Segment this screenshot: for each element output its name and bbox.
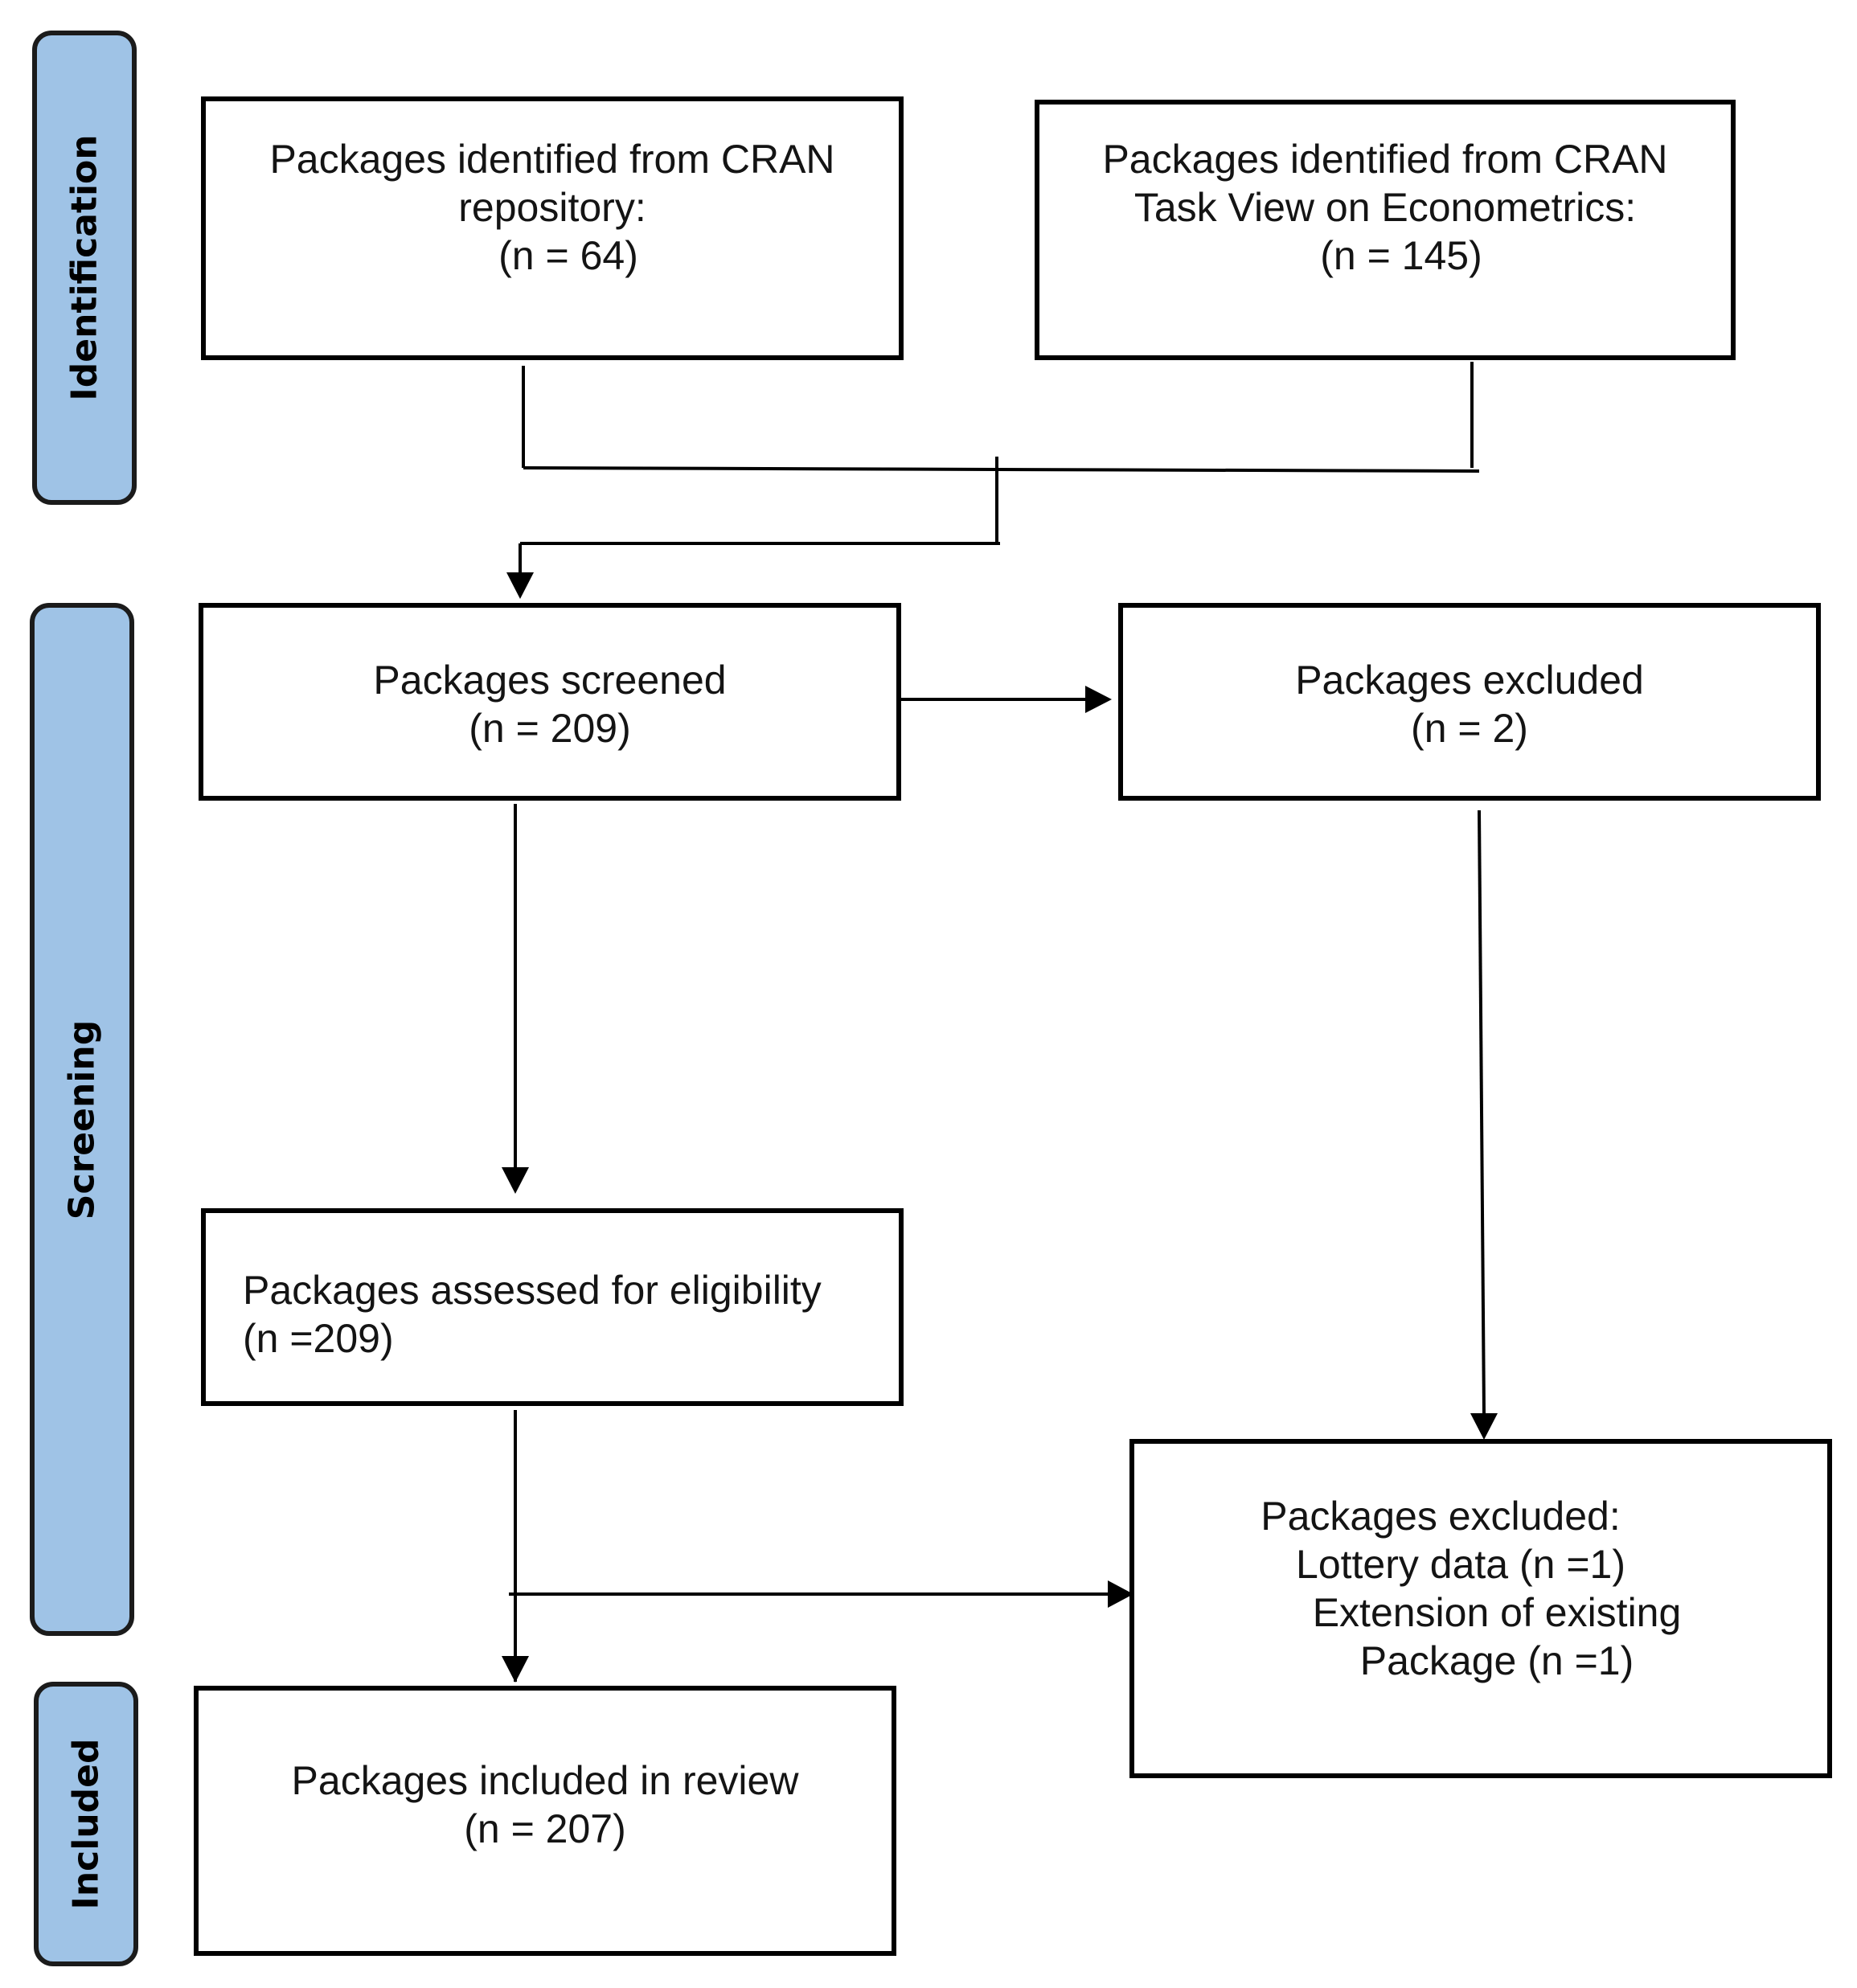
- box-cran-task-view-line-1: Packages identified from CRAN: [1102, 137, 1668, 182]
- connector-merge-horizontal: [523, 466, 1480, 473]
- arrowhead-to-excluded-first: [1085, 686, 1112, 713]
- box-cran-task-view-line-2: Task View on Econometrics:: [1133, 185, 1637, 230]
- arrowhead-to-included: [502, 1656, 529, 1683]
- box-packages-excluded-second-line-3: Extension of existing: [1312, 1590, 1682, 1635]
- box-cran-task-view: Packages identified from CRAN Task View …: [1035, 100, 1736, 360]
- arrowhead-to-screened: [506, 572, 534, 599]
- box-packages-excluded-second-line-4: Package (n =1): [1359, 1638, 1634, 1683]
- arrowhead-to-excluded-second: [1470, 1413, 1498, 1440]
- box-packages-screened-line-1: Packages screened: [373, 658, 727, 703]
- box-packages-screened: Packages screened (n = 209): [199, 603, 901, 801]
- phase-screening: Screening: [30, 603, 134, 1636]
- box-packages-included-line-2: (n = 207): [464, 1806, 626, 1851]
- box-cran-repository-line-2: repository:: [458, 185, 646, 230]
- box-packages-included: Packages included in review (n = 207): [194, 1686, 896, 1956]
- box-cran-task-view-line-3: (n = 145): [1320, 233, 1482, 278]
- box-cran-repository-line-3: (n = 64): [498, 233, 638, 278]
- box-cran-repository-line-1: Packages identified from CRAN: [269, 137, 835, 182]
- box-packages-excluded-first-line-2: (n = 2): [1411, 706, 1528, 751]
- box-packages-included-line-1: Packages included in review: [291, 1758, 799, 1803]
- box-packages-excluded-second: Packages excluded: Lottery data (n =1) E…: [1129, 1439, 1832, 1778]
- box-packages-excluded-first: Packages excluded (n = 2): [1118, 603, 1821, 801]
- box-packages-assessed: Packages assessed for eligibility (n =20…: [201, 1208, 904, 1406]
- box-packages-assessed-line-2: (n =209): [243, 1316, 394, 1361]
- connector-excluded-to-excluded: [1478, 810, 1486, 1414]
- phase-included: Included: [34, 1682, 138, 1966]
- box-packages-excluded-second-line-2: Lottery data (n =1): [1296, 1542, 1625, 1587]
- box-cran-repository: Packages identified from CRAN repository…: [201, 96, 904, 360]
- arrowhead-to-assessed: [502, 1167, 529, 1194]
- box-packages-assessed-line-1: Packages assessed for eligibility: [243, 1268, 822, 1313]
- box-packages-screened-line-2: (n = 209): [469, 706, 631, 751]
- box-packages-excluded-first-line-1: Packages excluded: [1295, 658, 1644, 703]
- box-packages-excluded-second-line-1: Packages excluded:: [1261, 1494, 1621, 1539]
- phase-identification: Identification: [32, 31, 137, 505]
- arrowhead-branch-to-excluded: [1108, 1580, 1133, 1608]
